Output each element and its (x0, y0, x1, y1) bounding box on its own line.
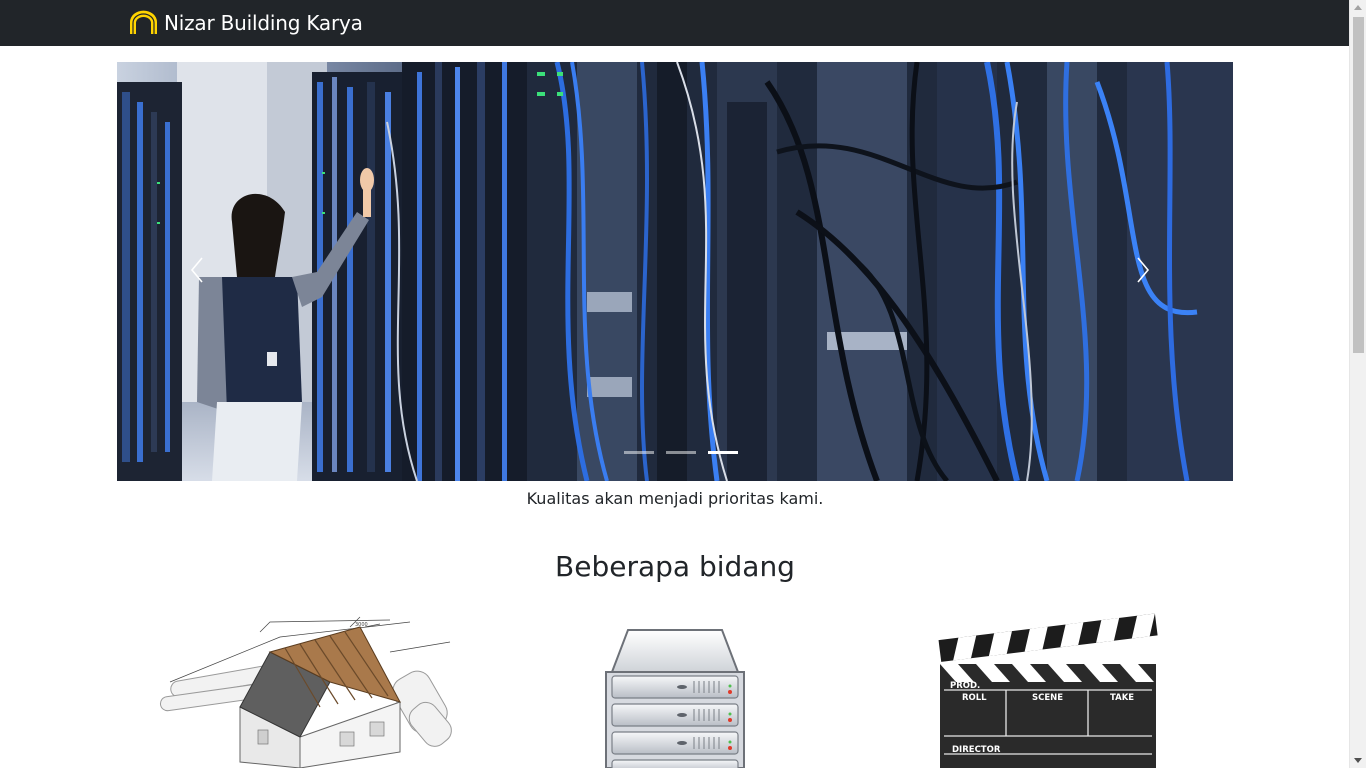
page-scrollbar[interactable] (1349, 0, 1366, 768)
scroll-down-arrow-icon[interactable] (1354, 758, 1362, 763)
arch-logo-icon (130, 10, 157, 35)
hero-carousel (117, 62, 1233, 481)
field-construction[interactable]: 3000 (150, 612, 460, 768)
chevron-left-icon (190, 257, 203, 283)
navbar: Nizar Building Karya (0, 0, 1349, 46)
field-film[interactable]: PROD. ROLL SCENE TAKE DIRECTOR (930, 612, 1170, 768)
house-blueprint-icon: 3000 (159, 616, 452, 768)
carousel-indicator-3[interactable] (708, 451, 738, 454)
carousel-slide-image (117, 62, 1233, 481)
tagline: Kualitas akan menjadi prioritas kami. (526, 489, 824, 508)
clapper-label-scene: SCENE (1032, 693, 1063, 703)
carousel-next-button[interactable] (1108, 62, 1188, 481)
svg-text:3000: 3000 (355, 622, 368, 628)
scroll-thumb[interactable] (1353, 17, 1364, 353)
carousel-indicator-2[interactable] (666, 451, 696, 454)
carousel-indicator-1[interactable] (624, 451, 654, 454)
server-icon (605, 629, 745, 768)
clapper-label-take: TAKE (1110, 693, 1134, 703)
person-figure (197, 168, 374, 481)
carousel-indicators (624, 451, 738, 454)
clapper-label-prod: PROD. (950, 681, 980, 691)
clapper-label-director: DIRECTOR (952, 745, 1001, 755)
field-it-server[interactable] (590, 612, 760, 768)
clapper-label-roll: ROLL (962, 693, 987, 703)
section-title: Beberapa bidang (555, 550, 795, 583)
clapperboard-icon: PROD. ROLL SCENE TAKE DIRECTOR (938, 613, 1158, 768)
carousel-prev-button[interactable] (162, 62, 242, 481)
brand-link[interactable]: Nizar Building Karya (128, 8, 363, 38)
scroll-up-arrow-icon[interactable] (1354, 5, 1362, 10)
brand-name: Nizar Building Karya (164, 11, 363, 35)
chevron-right-icon (1137, 257, 1150, 283)
